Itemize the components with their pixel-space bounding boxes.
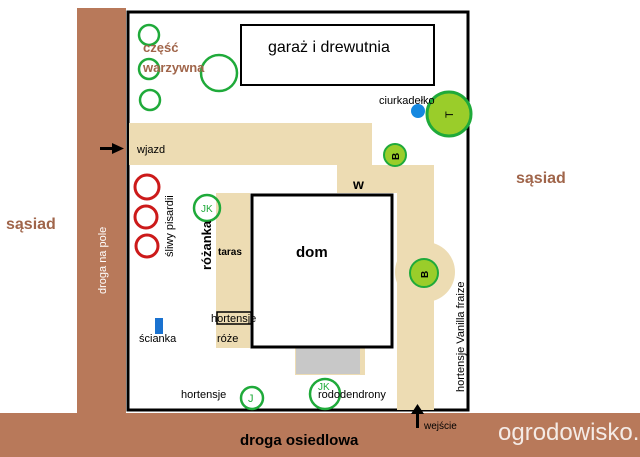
tree-b-round-mark: B xyxy=(420,271,431,278)
tree-b-round xyxy=(409,258,439,288)
driveway-label: wjazd xyxy=(136,144,165,156)
tree-b-top xyxy=(383,143,407,167)
tree-t xyxy=(425,90,473,138)
fountain xyxy=(411,104,425,118)
house-label: dom xyxy=(296,244,328,261)
house-building xyxy=(250,193,394,349)
rhododendrons-label: rododendrony xyxy=(318,389,386,401)
watermark: ogrodowisko.pl xyxy=(498,419,640,446)
vegetable-part-label-1: część xyxy=(143,40,178,55)
wall xyxy=(155,318,163,334)
tree-jk-rosebed-mark: JK xyxy=(201,204,213,215)
arrow-entrance-icon xyxy=(411,404,424,428)
neighbor-right-label: sąsiad xyxy=(516,170,566,187)
tree-jk-bottom xyxy=(308,377,342,411)
wall-label: ścianka xyxy=(139,333,177,345)
garage-label: garaż i drewutnia xyxy=(268,39,390,56)
tree-t-mark: T xyxy=(444,111,456,118)
arrow-driveway-icon xyxy=(100,143,124,154)
vegetable-part-label-2: warzywna xyxy=(142,60,205,75)
rose-bed-label: różanka xyxy=(199,220,214,270)
neighbor-left-label: sąsiad xyxy=(6,216,56,233)
plum-trees-label: śliwy pisardii xyxy=(164,195,176,257)
fountain-label: ciurkadełko xyxy=(379,95,435,107)
vegetable-trees xyxy=(137,23,239,112)
w-marker: w xyxy=(352,176,364,192)
hydrangeas-bottom-label: hortensje xyxy=(181,389,226,401)
estate-road-label: droga osiedlowa xyxy=(240,432,359,449)
tree-j-bottom-mark: J xyxy=(248,393,254,405)
tree-jk-bottom-mark: JK xyxy=(318,382,330,393)
tree-b-top-mark: B xyxy=(391,153,402,160)
roses-label: róże xyxy=(217,333,238,345)
tree-j-bottom xyxy=(239,385,265,411)
entrance-label: wejście xyxy=(423,421,457,432)
garage-building xyxy=(240,24,435,86)
paving xyxy=(296,348,360,374)
tree-jk-rosebed xyxy=(192,193,222,223)
vanilla-hydrangeas-label: hortensje Vanilla fraize xyxy=(455,282,467,392)
plum-trees xyxy=(133,173,161,259)
field-road xyxy=(77,8,126,413)
terrace-label: taras xyxy=(218,247,242,258)
estate-road xyxy=(0,413,640,457)
field-road-label: droga na pole xyxy=(97,227,109,294)
hydrangeas-roses-label: hortensje xyxy=(211,313,256,325)
hydrangea-roses-box xyxy=(216,311,252,325)
